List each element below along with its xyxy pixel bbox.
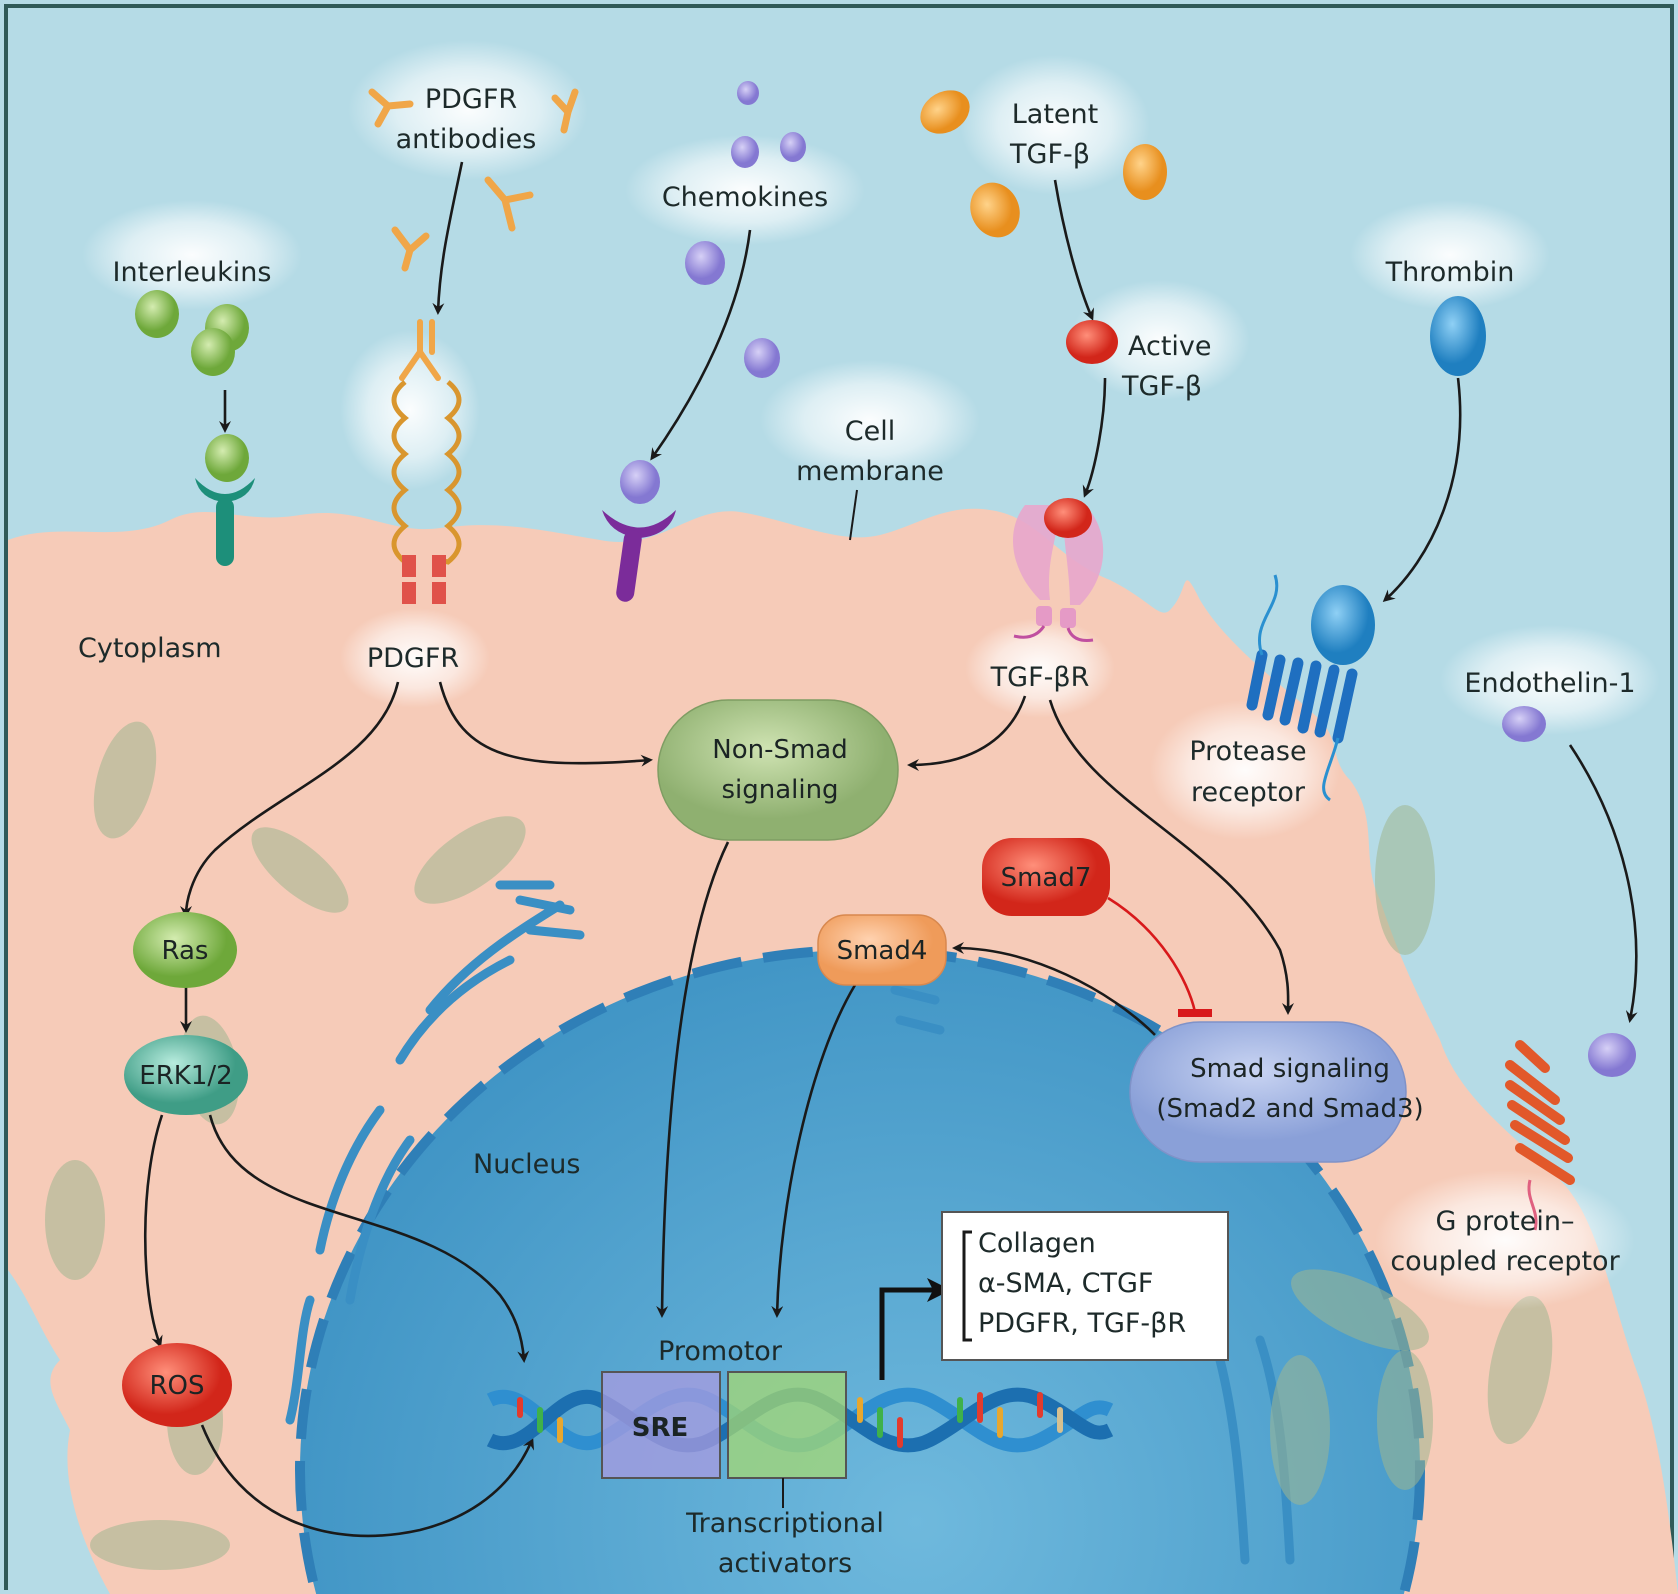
- target-gene-asma-ctgf: α-SMA, CTGF: [978, 1268, 1153, 1299]
- protease-receptor-label-1: Protease: [1189, 736, 1306, 767]
- non-smad-label-2: signaling: [721, 775, 838, 805]
- cytoplasm-label: Cytoplasm: [78, 633, 222, 664]
- smad4-to-activators-arrow: [771, 984, 857, 1318]
- nonsmad-to-promotor-arrow: [656, 841, 730, 1318]
- interleukin-receptor-icon: [195, 478, 255, 566]
- tgfbr-to-nonsmad-arrow: [907, 695, 1027, 771]
- transcriptional-activator-box: [727, 1371, 847, 1479]
- pdgfr-to-nonsmad-arrow: [438, 681, 653, 767]
- tgfb-receptor-icon: [1013, 498, 1104, 642]
- erk-to-dna-arrow: [208, 1114, 530, 1363]
- nucleus-label: Nucleus: [473, 1149, 580, 1180]
- label-glows: [82, 40, 1660, 1310]
- ros-label: ROS: [149, 1371, 204, 1401]
- erk-node: ERK1/2: [124, 1035, 248, 1115]
- interleukins-label: Interleukins: [113, 257, 272, 288]
- active-tgfb-label-2: TGF-β: [1121, 371, 1202, 402]
- endothelin-molecule: [1502, 706, 1546, 742]
- antibody-to-pdgfr-arrow: [432, 161, 464, 315]
- smad-signaling-label-2: (Smad2 and Smad3): [1156, 1094, 1423, 1124]
- gpcr-label-1: G protein–: [1436, 1206, 1575, 1237]
- protease-receptor-icon: [1246, 574, 1375, 802]
- latent-to-active-arrow: [1053, 179, 1094, 321]
- smad7-node: Smad7: [982, 838, 1110, 916]
- smad4-label: Smad4: [837, 936, 928, 966]
- promotor-label: Promotor: [658, 1336, 783, 1367]
- ros-node: ROS: [122, 1343, 232, 1427]
- pdgfr-label: PDGFR: [367, 643, 459, 674]
- endoplasmic-reticulum: [285, 880, 1295, 1565]
- ros-to-dna-arrow: [200, 1424, 534, 1538]
- active-tgfb-label-1: Active: [1128, 331, 1212, 362]
- smad-to-smad4-arrow: [952, 942, 1156, 1036]
- cell-membrane-label-2: membrane: [796, 456, 944, 487]
- signaling-arrows: [143, 681, 1295, 1538]
- pdgfr-antibody-icons: [368, 88, 579, 381]
- smad7-label: Smad7: [1001, 863, 1092, 893]
- non-smad-node: Non-Smad signaling: [657, 699, 899, 841]
- transcriptional-activators-label-2: activators: [718, 1548, 852, 1579]
- latent-tgfb-label-1: Latent: [1012, 99, 1098, 130]
- tgfbr-to-smad-arrow: [1048, 699, 1295, 1015]
- smad-signaling-node: Smad signaling (Smad2 and Smad3): [1129, 1021, 1424, 1163]
- thrombin-molecule: [1430, 296, 1486, 376]
- latent-tgfb-label-2: TGF-β: [1009, 139, 1090, 170]
- chemokine-molecules: [620, 81, 806, 504]
- tgfbr-label: TGF-βR: [990, 662, 1090, 693]
- transcriptional-activators-label-1: Transcriptional: [685, 1508, 884, 1539]
- thrombin-label: Thrombin: [1385, 257, 1515, 288]
- pdgfr-receptor-icon: [391, 380, 462, 604]
- active-tgfb-to-receptor-arrow: [1082, 377, 1107, 498]
- pdgfr-antibodies-label-1: PDGFR: [425, 84, 517, 115]
- endothelin-to-receptor-arrow: [1568, 744, 1638, 1023]
- sre-label: SRE: [632, 1413, 689, 1443]
- smad4-node: Smad4: [817, 914, 947, 986]
- interleukin-molecules: [135, 290, 249, 482]
- latent-tgfb-molecules: [920, 90, 1167, 238]
- ras-label: Ras: [162, 936, 209, 966]
- non-smad-label-1: Non-Smad: [712, 735, 847, 765]
- chemokine-to-receptor-arrow: [650, 229, 752, 461]
- pdgfr-antibodies-label-2: antibodies: [396, 124, 537, 155]
- smad-signaling-label-1: Smad signaling: [1190, 1054, 1390, 1084]
- sre-box: SRE: [601, 1371, 721, 1479]
- cell-membrane-pointer: [849, 489, 858, 541]
- pdgfr-to-ras-arrow: [180, 681, 400, 918]
- chemokines-label: Chemokines: [662, 182, 828, 213]
- protease-receptor-label-2: receptor: [1191, 777, 1306, 808]
- erk-to-ros-arrow: [143, 1114, 164, 1348]
- transcription-output-arrow: [879, 1278, 951, 1380]
- smad7-inhibition-line: [1107, 896, 1197, 1013]
- cell-membrane-label-1: Cell: [845, 416, 895, 447]
- target-gene-collagen: Collagen: [978, 1228, 1096, 1259]
- thrombin-to-receptor-arrow: [1382, 377, 1462, 602]
- target-genes-box: Collagen α-SMA, CTGF PDGFR, TGF-βR: [941, 1211, 1229, 1361]
- erk-label: ERK1/2: [139, 1061, 232, 1091]
- chemokine-receptor-icon: [602, 510, 676, 602]
- ras-node: Ras: [133, 912, 237, 988]
- extracellular-pocket: [8, 1270, 110, 1594]
- gpcr-icon: [1505, 1033, 1636, 1231]
- gpcr-label-2: coupled receptor: [1390, 1246, 1620, 1277]
- active-tgfb-molecule: [1066, 320, 1118, 364]
- target-gene-pdgfr-tgfbr: PDGFR, TGF-βR: [978, 1308, 1186, 1339]
- endothelin-label: Endothelin-1: [1464, 668, 1635, 699]
